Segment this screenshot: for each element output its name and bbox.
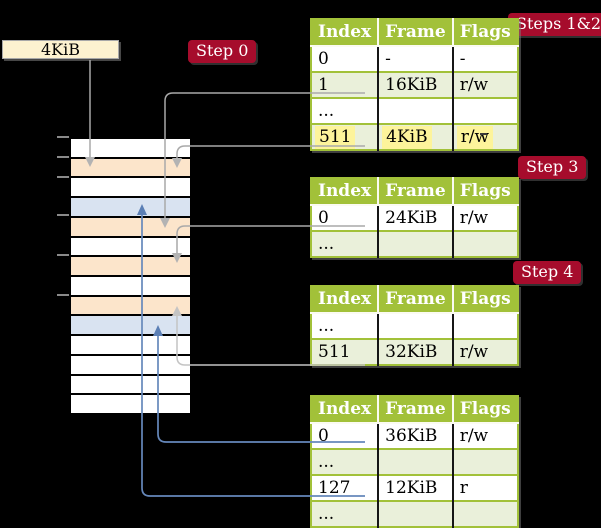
table-cell: - — [451, 45, 518, 72]
table-cell: ... — [311, 97, 379, 124]
column-header: Flags — [451, 19, 518, 47]
table-cell: r/w — [451, 123, 518, 150]
column-header: Flags — [451, 178, 518, 206]
frame-size-box: 4KiB — [2, 40, 119, 59]
table-cell: 1 — [311, 71, 379, 98]
memory-frame-row — [71, 139, 190, 157]
table-cell: 12KiB — [377, 474, 453, 501]
table-row: 0-- — [311, 45, 518, 72]
memory-frame-row — [71, 176, 190, 197]
table-row: 511 4KiB r/w — [311, 123, 518, 150]
steps-1-2-label: Steps 1&2 — [508, 13, 601, 36]
table-cell: r — [451, 474, 518, 501]
table-cell: 0 — [311, 204, 379, 231]
memory-frame-row — [71, 393, 190, 414]
table-cell: - — [377, 45, 453, 72]
memory-frame-row — [71, 334, 190, 354]
column-header: Frame — [377, 286, 453, 314]
table-cell — [377, 97, 453, 124]
column-header: Index — [311, 286, 379, 314]
memory-frame-row — [71, 156, 190, 177]
memory-frame-row — [71, 275, 190, 295]
column-header: Index — [311, 396, 379, 424]
table-cell: 16KiB — [377, 71, 453, 98]
table-row: ... — [311, 312, 518, 339]
highlighted-value: r/w — [456, 126, 494, 149]
table-row: ... — [311, 448, 518, 475]
table-cell: 32KiB — [377, 338, 453, 365]
step-3-label: Step 3 — [518, 156, 587, 179]
table-cell: r/w — [451, 422, 518, 449]
table-cell: 4KiB — [377, 123, 453, 150]
table-cell — [377, 500, 453, 527]
table-cell — [377, 230, 453, 257]
memory-frame-row — [71, 353, 190, 374]
table-cell: ... — [311, 230, 379, 257]
memory-frame-row — [71, 314, 190, 335]
table-cell — [451, 97, 518, 124]
memory-frame-row — [71, 215, 190, 236]
memory-address-ticks — [57, 136, 69, 296]
memory-frame-row — [71, 235, 190, 256]
table-cell: ... — [311, 500, 379, 527]
table-cell: 24KiB — [377, 204, 453, 231]
table-cell: ... — [311, 312, 379, 339]
column-header: Flags — [451, 396, 518, 424]
physical-memory-column — [69, 137, 192, 415]
table-cell — [451, 230, 518, 257]
table-cell: 511 — [311, 123, 379, 150]
table-cell: r/w — [451, 338, 518, 365]
table-cell — [377, 312, 453, 339]
memory-frame-row — [71, 373, 190, 394]
table-cell — [377, 448, 453, 475]
table-cell: 0 — [311, 422, 379, 449]
table-cell — [451, 312, 518, 339]
column-header: Frame — [377, 396, 453, 424]
table-cell: r/w — [451, 204, 518, 231]
step-0-label: Step 0 — [188, 40, 257, 63]
memory-frame-row — [71, 255, 190, 276]
column-header: Index — [311, 19, 379, 47]
table-cell — [451, 500, 518, 527]
table-cell: 511 — [311, 338, 379, 365]
column-header: Index — [311, 178, 379, 206]
table-cell: 127 — [311, 474, 379, 501]
highlighted-value: 511 — [315, 126, 356, 149]
highlighted-value: 4KiB — [382, 126, 432, 149]
table-cell: r/w — [451, 71, 518, 98]
memory-frame-row — [71, 196, 190, 216]
table-row: ... — [311, 97, 518, 124]
column-header: Frame — [377, 19, 453, 47]
table-row: ... — [311, 230, 518, 257]
table-row: ... — [311, 500, 518, 527]
column-header: Flags — [451, 286, 518, 314]
table-cell: 0 — [311, 45, 379, 72]
memory-frame-row — [71, 294, 190, 315]
column-header: Frame — [377, 178, 453, 206]
step-4-label: Step 4 — [513, 261, 582, 284]
table-cell: ... — [311, 448, 379, 475]
table-cell: 36KiB — [377, 422, 453, 449]
table-cell — [451, 448, 518, 475]
